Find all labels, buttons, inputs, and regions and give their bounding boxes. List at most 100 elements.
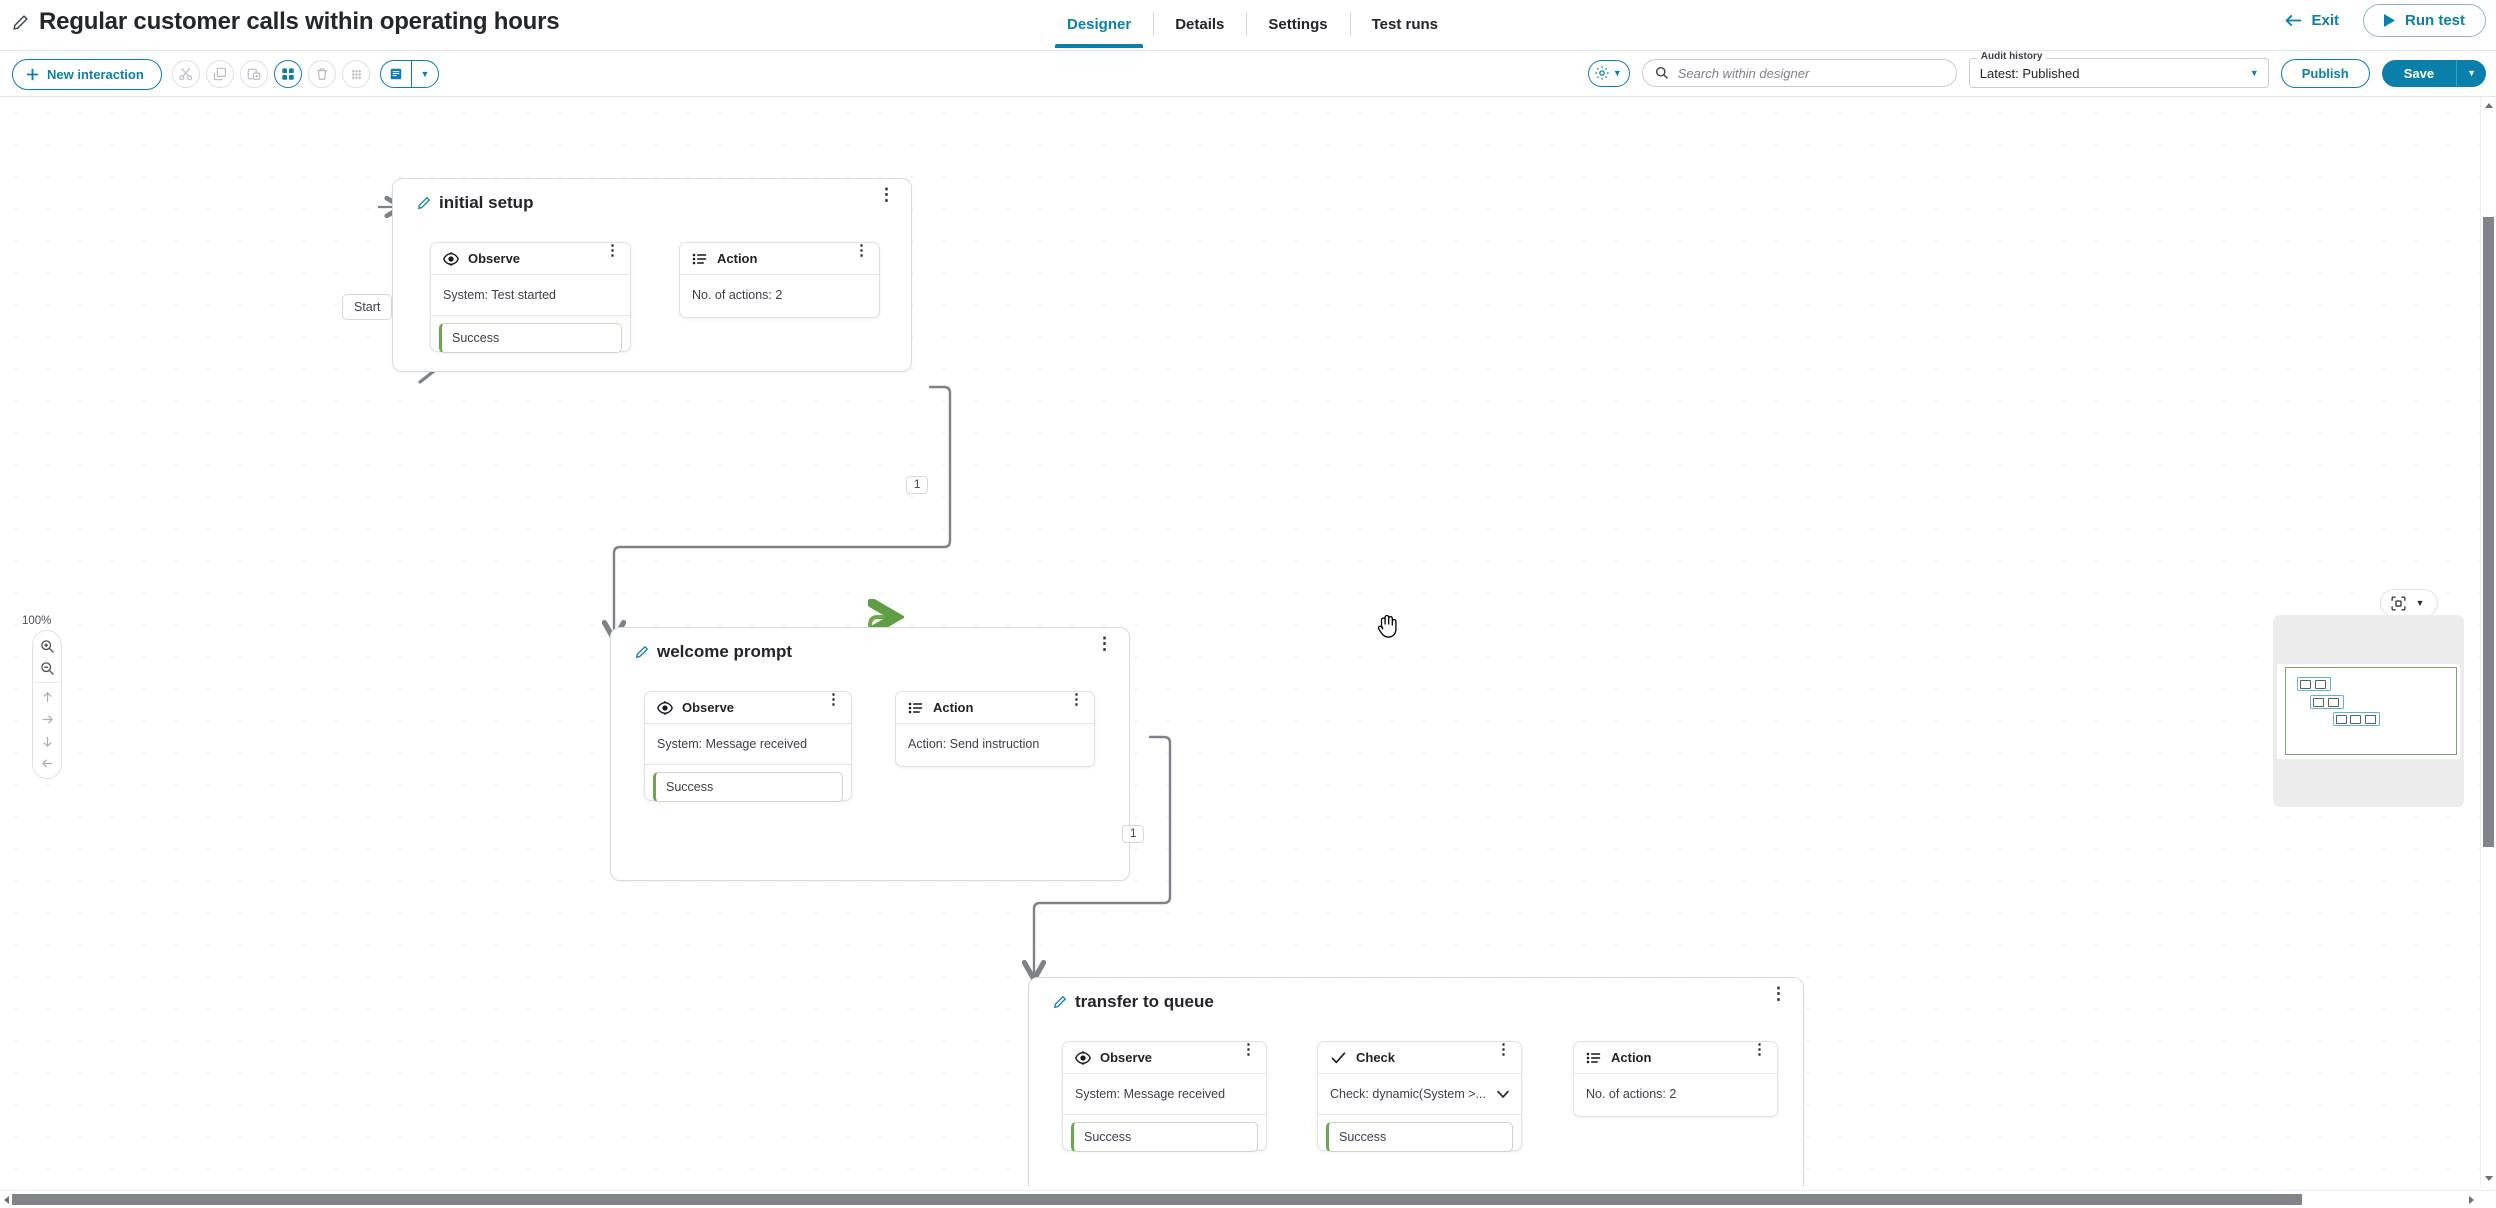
zoom-level-label: 100% (22, 615, 52, 627)
scroll-up-arrow-icon[interactable] (2485, 103, 2493, 108)
new-interaction-label: New interaction (47, 67, 144, 82)
notes-chevron-down-icon[interactable]: ▼ (420, 69, 430, 79)
search-input[interactable] (1677, 65, 1944, 81)
step-check-more-options-icon[interactable]: ⋮ (1496, 1041, 1511, 1058)
scroll-down-arrow-icon[interactable] (2485, 1176, 2493, 1181)
step-observe[interactable]: Observe ⋮ System: Test started Success (430, 242, 631, 353)
tab-test-runs[interactable]: Test runs (1349, 0, 1460, 48)
tab-settings[interactable]: Settings (1246, 0, 1349, 48)
tab-details[interactable]: Details (1153, 0, 1246, 48)
copy-icon[interactable] (206, 60, 234, 88)
step-action-header: Action ⋮ (1574, 1042, 1777, 1074)
vertical-scroll-thumb[interactable] (2483, 217, 2494, 847)
drag-handle-icon[interactable] (342, 60, 370, 88)
pencil-icon[interactable] (635, 645, 649, 659)
outcome-success[interactable]: Success (1071, 1122, 1258, 1152)
step-observe-more-options-icon[interactable]: ⋮ (605, 242, 620, 259)
list-icon (692, 253, 707, 264)
group-initial-setup-more-options-icon[interactable]: ⋮ (878, 185, 895, 204)
group-initial-setup[interactable]: initial setup ⋮ Observe ⋮ System: Test s… (392, 178, 912, 372)
vertical-scrollbar[interactable] (2480, 97, 2496, 1187)
designer-canvas[interactable]: Start initial setup ⋮ Observe ⋮ System: … (0, 97, 2480, 1187)
minimap-viewport-rect[interactable] (2285, 667, 2457, 755)
check-icon (1331, 1051, 1346, 1063)
pencil-icon[interactable] (12, 14, 29, 31)
step-observe-more-options-icon[interactable]: ⋮ (826, 691, 841, 708)
step-observe-body-text: System: Test started (443, 288, 557, 302)
step-action[interactable]: Action ⋮ No. of actions: 2 (679, 242, 880, 318)
zoom-in-icon[interactable] (32, 635, 62, 657)
arrow-left-icon (2285, 14, 2302, 27)
cut-icon[interactable] (172, 60, 200, 88)
step-action-header: Action ⋮ (680, 243, 879, 275)
group-icon[interactable] (274, 60, 302, 88)
group-initial-setup-title[interactable]: initial setup (417, 193, 533, 213)
audit-chevron-down-icon[interactable]: ▼ (2249, 68, 2259, 78)
group-transfer-to-queue-title[interactable]: transfer to queue (1053, 992, 1214, 1012)
tab-designer-label: Designer (1067, 15, 1132, 33)
delete-icon[interactable] (308, 60, 336, 88)
zoom-out-icon[interactable] (32, 657, 62, 679)
step-action-body: No. of actions: 2 (680, 275, 879, 315)
audit-history-label: Audit history (1976, 51, 2047, 62)
group-transfer-to-queue[interactable]: transfer to queue ⋮ Observe ⋮ System: Me… (1028, 977, 1804, 1187)
save-chevron-down-icon[interactable]: ▼ (2467, 68, 2476, 78)
group-welcome-prompt[interactable]: welcome prompt ⋮ Observe ⋮ System: Messa… (610, 627, 1130, 881)
minimap-node (2315, 680, 2326, 689)
horizontal-scrollbar[interactable] (0, 1190, 2496, 1208)
outcome-success[interactable]: Success (1326, 1122, 1513, 1152)
run-test-button[interactable]: Run test (2363, 4, 2486, 37)
search-box[interactable] (1641, 59, 1957, 87)
publish-button[interactable]: Publish (2280, 58, 2370, 88)
scroll-left-arrow-icon[interactable] (4, 1196, 9, 1204)
step-action-body-text: Action: Send instruction (908, 737, 1040, 751)
minimap-node (2328, 698, 2339, 707)
outcome-success[interactable]: Success (439, 323, 622, 353)
outcome-success[interactable]: Success (653, 772, 843, 802)
pencil-icon[interactable] (417, 196, 431, 210)
group-welcome-prompt-more-options-icon[interactable]: ⋮ (1096, 634, 1113, 653)
step-observe-body: System: Message received (645, 724, 851, 764)
step-action-more-options-icon[interactable]: ⋮ (854, 242, 869, 259)
group-welcome-prompt-title[interactable]: welcome prompt (635, 642, 792, 662)
pan-left-icon[interactable] (32, 752, 62, 774)
designer-settings-button[interactable]: ▼ (1587, 59, 1630, 87)
pencil-icon[interactable] (1053, 995, 1067, 1009)
step-observe[interactable]: Observe ⋮ System: Message received Succe… (1062, 1041, 1267, 1152)
save-button[interactable]: Save (2403, 65, 2435, 81)
audit-history-select[interactable]: Audit history Latest: Published ▼ (1968, 51, 2269, 88)
tab-test-runs-label: Test runs (1371, 15, 1438, 33)
step-action-more-options-icon[interactable]: ⋮ (1069, 691, 1084, 708)
step-action[interactable]: Action ⋮ No. of actions: 2 (1573, 1041, 1778, 1117)
list-icon (908, 702, 923, 713)
minimap-node (2336, 715, 2347, 724)
pan-down-icon[interactable] (32, 730, 62, 752)
pan-right-icon[interactable] (32, 708, 62, 730)
step-observe-divider (1063, 1114, 1266, 1115)
eye-icon (657, 700, 673, 715)
horizontal-scroll-thumb[interactable] (12, 1194, 2302, 1205)
paste-icon[interactable] (240, 60, 268, 88)
step-observe[interactable]: Observe ⋮ System: Message received Succe… (644, 691, 852, 802)
check-expand-chevron-down-icon[interactable] (1497, 1090, 1509, 1099)
group-transfer-to-queue-more-options-icon[interactable]: ⋮ (1770, 984, 1787, 1003)
step-observe-more-options-icon[interactable]: ⋮ (1241, 1041, 1256, 1058)
notes-icon[interactable] (381, 61, 411, 87)
settings-chevron-down-icon[interactable]: ▼ (1612, 68, 1622, 78)
eye-icon (1075, 1050, 1091, 1065)
minimap-node (2350, 715, 2361, 724)
scroll-right-arrow-icon[interactable] (2469, 1196, 2474, 1204)
minimap[interactable] (2273, 615, 2464, 807)
tab-designer[interactable]: Designer (1045, 0, 1153, 48)
minimap-chevron-down-icon[interactable]: ▼ (2415, 598, 2425, 608)
step-observe-header: Observe ⋮ (431, 243, 630, 275)
pan-up-icon[interactable] (32, 686, 62, 708)
step-action-label: Action (1611, 1050, 1652, 1065)
exit-button[interactable]: Exit (2275, 6, 2349, 35)
new-interaction-button[interactable]: New interaction (12, 59, 162, 90)
step-action[interactable]: Action ⋮ Action: Send instruction (895, 691, 1095, 767)
step-action-more-options-icon[interactable]: ⋮ (1752, 1041, 1767, 1058)
step-check[interactable]: Check ⋮ Check: dynamic(System >... Succe… (1317, 1041, 1522, 1152)
step-observe-label: Observe (468, 251, 521, 266)
fit-to-screen-icon[interactable] (2388, 593, 2408, 613)
